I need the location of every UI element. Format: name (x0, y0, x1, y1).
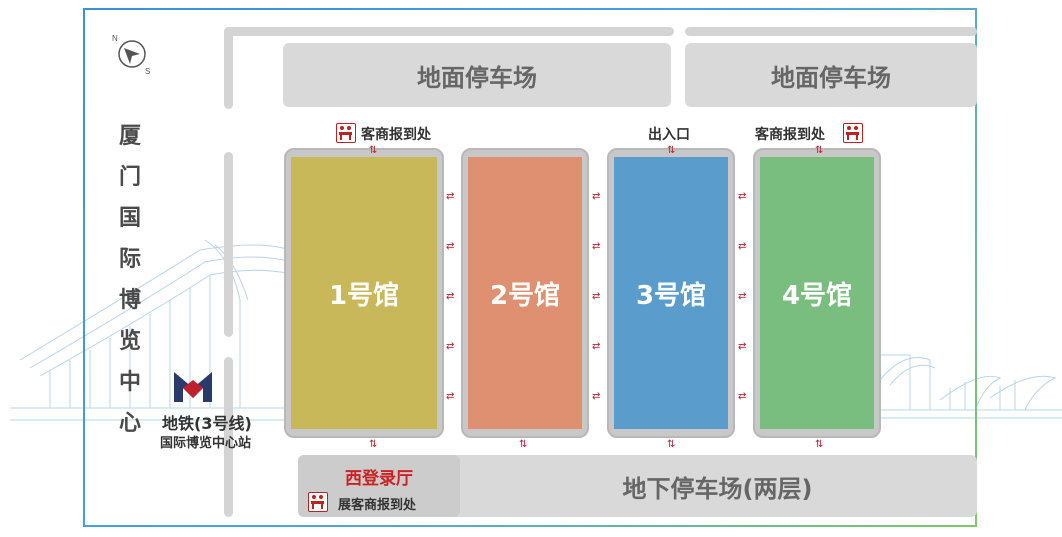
north-road (224, 27, 674, 36)
venue-title-char: 国 (118, 206, 141, 231)
metro-logo-icon (174, 372, 212, 402)
two-way-arrow-icon: ⇄ (592, 191, 601, 202)
west-hall-label: 西登录厅 (345, 469, 413, 489)
compass-north-label: N (112, 34, 118, 43)
venue-title-char: 心 (118, 411, 141, 436)
two-way-arrow-icon: ⇄ (446, 241, 455, 252)
venue-title-char: 际 (118, 247, 141, 272)
two-way-arrow-icon: ⇅ (519, 439, 528, 450)
two-way-arrow-icon: ⇄ (738, 241, 747, 252)
checkin-right-label: 客商报到处 (755, 127, 825, 143)
ground-parking-right: 地面停车场 (685, 43, 977, 107)
hall-4-label: 4号馆 (781, 280, 853, 311)
two-way-arrow-icon: ⇄ (446, 191, 455, 202)
two-way-arrow-icon: ⇄ (592, 391, 601, 402)
hall-1-label: 1号馆 (328, 280, 400, 311)
metro-line-label: 地铁(3号线) (162, 414, 252, 433)
west-road-upper (224, 27, 233, 109)
underground-parking-label: 地下停车场(两层) (622, 474, 813, 503)
west-hall[interactable]: 西登录厅 展客商报到处 (298, 455, 460, 517)
two-way-arrow-icon: ⇄ (738, 291, 747, 302)
two-way-arrow-icon: ⇄ (592, 341, 601, 352)
ground-parking-left: 地面停车场 (283, 43, 671, 107)
venue-title: 厦 门 国 际 博 览 中 心 (118, 120, 142, 440)
two-way-arrow-icon: ⇄ (738, 341, 747, 352)
two-way-arrow-icon: ⇄ (446, 391, 455, 402)
venue-title-char: 览 (118, 329, 141, 354)
two-way-arrow-icon: ⇅ (369, 439, 378, 450)
venue-title-char: 门 (118, 165, 141, 190)
compass-south-label: S (145, 67, 150, 76)
two-way-arrow-icon: ⇄ (738, 191, 747, 202)
west-hall-checkin-label: 展客商报到处 (338, 498, 417, 513)
hall-2[interactable]: 2号馆 (468, 157, 582, 429)
venue-title-char: 厦 (118, 124, 141, 149)
entrance-label: 出入口 (648, 127, 690, 143)
venue-title-char: 博 (118, 288, 141, 313)
two-way-arrow-icon: ⇄ (738, 391, 747, 402)
hall-1[interactable]: 1号馆 (291, 157, 437, 429)
two-way-arrow-icon: ⇄ (592, 291, 601, 302)
checkin-left-label: 客商报到处 (361, 127, 431, 143)
ground-parking-left-label: 地面停车场 (417, 63, 537, 92)
two-way-arrow-icon: ⇄ (592, 241, 601, 252)
checkin-desk-icon (843, 123, 863, 143)
two-way-arrow-icon: ⇅ (369, 145, 378, 156)
hall-3-label: 3号馆 (635, 280, 707, 311)
hall-4[interactable]: 4号馆 (760, 157, 874, 429)
ground-parking-right-label: 地面停车场 (771, 63, 891, 92)
two-way-arrow-icon: ⇅ (815, 145, 824, 156)
venue-title-char: 中 (118, 370, 141, 395)
compass-icon: N S (112, 34, 150, 76)
north-road-east (685, 27, 977, 36)
hall-3[interactable]: 3号馆 (614, 157, 728, 429)
checkin-desk-icon (336, 123, 356, 143)
hall-2-label: 2号馆 (489, 280, 561, 311)
checkin-desk-icon (308, 492, 328, 512)
two-way-arrow-icon: ⇅ (667, 145, 676, 156)
two-way-arrow-icon: ⇅ (667, 439, 676, 450)
two-way-arrow-icon: ⇅ (815, 439, 824, 450)
west-road-lower (224, 357, 233, 517)
two-way-arrow-icon: ⇄ (446, 341, 455, 352)
two-way-arrow-icon: ⇄ (446, 291, 455, 302)
west-road-middle (224, 152, 233, 337)
metro-station-label: 国际博览中心站 (160, 436, 252, 451)
